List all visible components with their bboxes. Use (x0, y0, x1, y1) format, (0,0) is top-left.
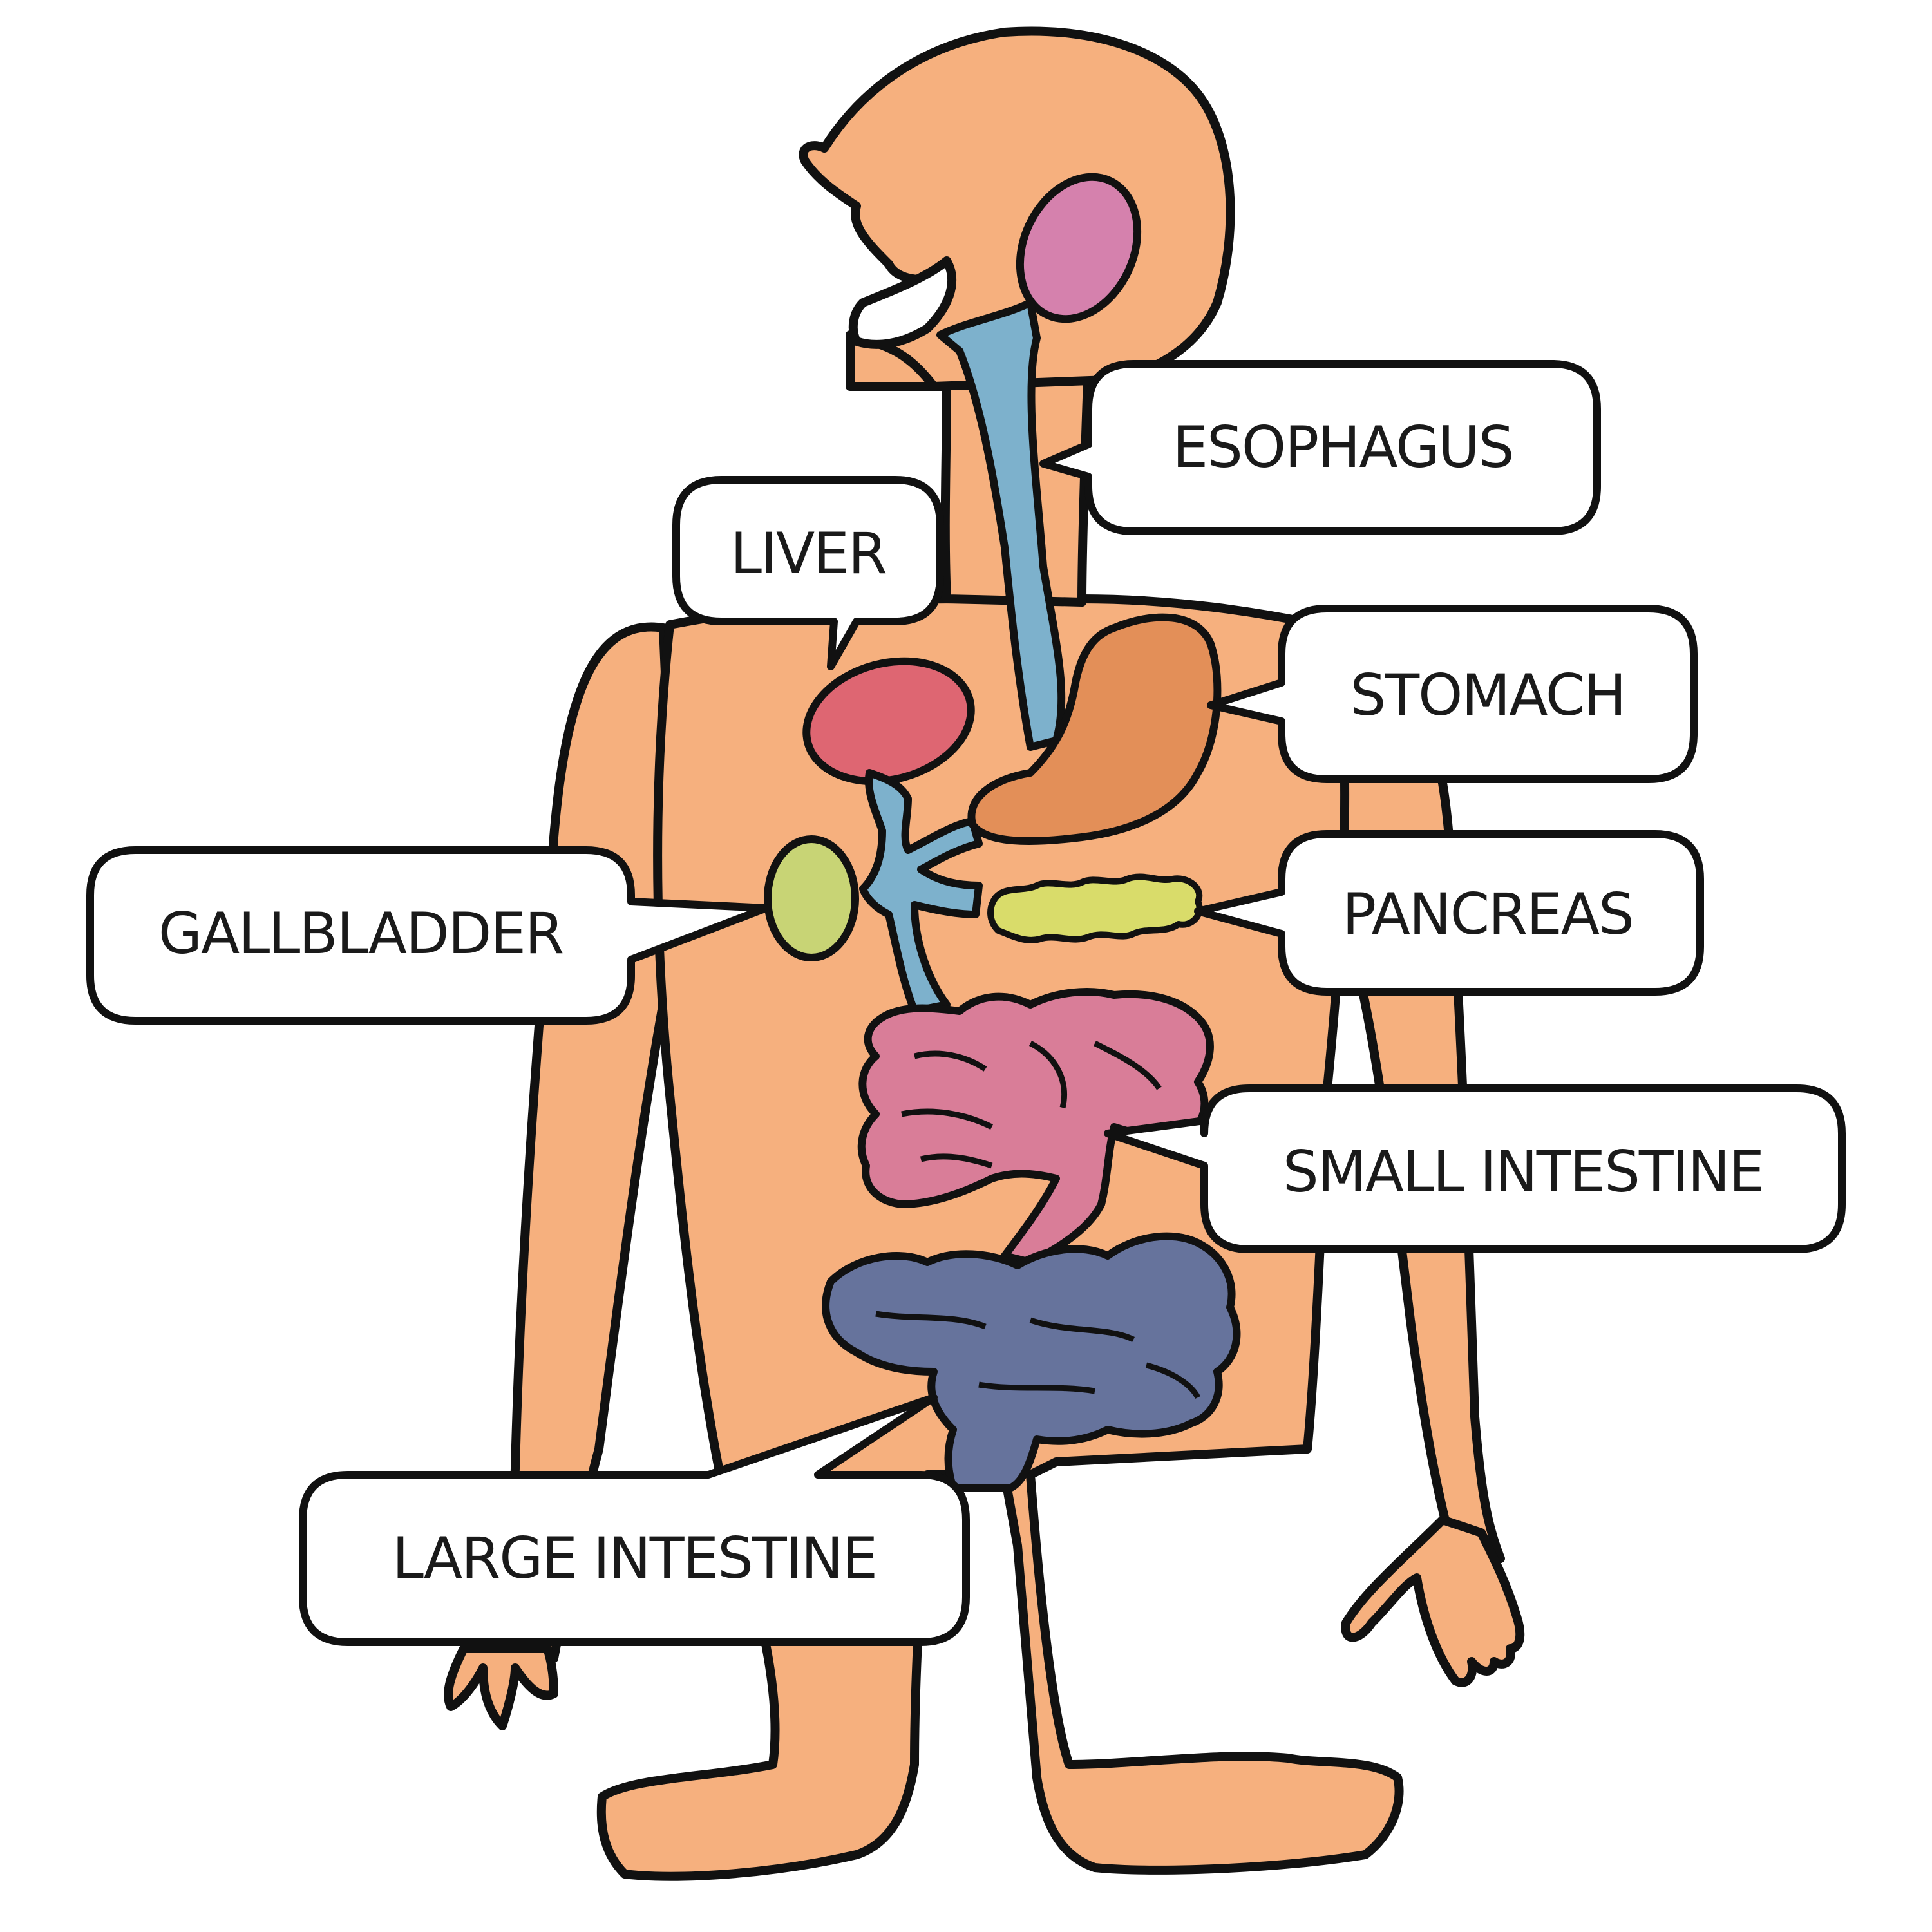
callout-stomach-label: STOMACH (1350, 662, 1625, 728)
callout-large-intestine-bubble (299, 1394, 970, 1646)
callout-gallbladder-label: GALLBLADDER (158, 900, 563, 967)
callout-large-intestine: LARGE INTESTINE (299, 1394, 970, 1646)
esophagus (936, 299, 1066, 751)
pancreas (987, 873, 1203, 943)
callout-small-intestine: SMALL INTESTINE (1104, 1084, 1846, 1253)
callout-pancreas-label: PANCREAS (1342, 881, 1633, 947)
large-intestine-folds (875, 1311, 1201, 1399)
right-hand (1341, 1515, 1525, 1687)
left-hand (444, 1644, 558, 1730)
callout-pancreas-bubble (1194, 830, 1704, 996)
callout-small-intestine-bubble (1104, 1084, 1846, 1253)
small-intestine-folds (901, 1040, 1162, 1169)
callout-stomach-bubble (1207, 605, 1698, 783)
salivary-gland (1016, 173, 1142, 323)
bile-duct (859, 769, 983, 1015)
large-intestine (822, 1232, 1241, 1492)
callout-esophagus-bubble (1039, 360, 1601, 535)
liver (802, 657, 975, 786)
callout-liver-label: LIVER (730, 520, 886, 587)
mouth (848, 256, 956, 349)
callout-liver: LIVER (672, 476, 944, 670)
callout-large-intestine-label: LARGE INTESTINE (392, 1525, 876, 1591)
callout-gallbladder-bubble (86, 846, 770, 1025)
callout-esophagus-label: ESOPHAGUS (1172, 414, 1513, 480)
stomach (967, 613, 1222, 845)
callouts: ESOPHAGUS LIVER STOMACH GALLBLADDER PANC… (86, 360, 1846, 1646)
organs (764, 173, 1241, 1492)
gallbladder (764, 835, 859, 961)
callout-stomach: STOMACH (1207, 605, 1698, 783)
callout-small-intestine-label: SMALL INTESTINE (1283, 1139, 1763, 1205)
callout-gallbladder: GALLBLADDER (86, 846, 770, 1025)
callout-liver-bubble (672, 476, 944, 670)
callout-pancreas: PANCREAS (1194, 830, 1704, 996)
callout-esophagus: ESOPHAGUS (1039, 360, 1601, 535)
